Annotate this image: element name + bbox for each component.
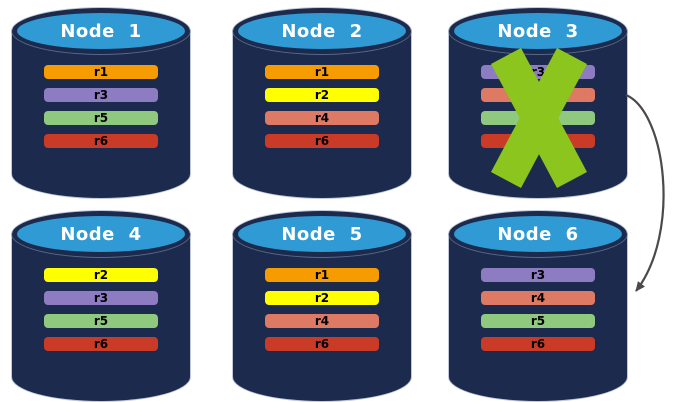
node-5-replica-r6: r6	[265, 337, 379, 351]
node-6-replicas: r3 r4 r5 r6	[481, 268, 595, 351]
node-3-replica-3	[481, 111, 595, 125]
node-5-cylinder-top: Node 5	[233, 211, 411, 257]
node-3-replica-4	[481, 134, 595, 148]
node-4: Node 4 r2 r3 r5 r6	[12, 211, 190, 401]
node-3: Node 3 r3	[449, 8, 627, 198]
node-5-replica-r2: r2	[265, 291, 379, 305]
node-2-replica-r6: r6	[265, 134, 379, 148]
node-5-replica-r4: r4	[265, 314, 379, 328]
node-2-cylinder-top: Node 2	[233, 8, 411, 54]
failover-arrow	[625, 93, 665, 292]
node-6-replica-r6: r6	[481, 337, 595, 351]
node-1-replicas: r1 r3 r5 r6	[44, 65, 158, 148]
node-1-replica-r6: r6	[44, 134, 158, 148]
node-4-replica-r5: r5	[44, 314, 158, 328]
node-2-title: Node 2	[281, 20, 363, 42]
node-3-replica-2	[481, 88, 595, 102]
node-1-title: Node 1	[60, 20, 142, 42]
node-2-replica-r4: r4	[265, 111, 379, 125]
node-4-replicas: r2 r3 r5 r6	[44, 268, 158, 351]
node-1: Node 1 r1 r3 r5 r6	[12, 8, 190, 198]
node-4-replica-r3: r3	[44, 291, 158, 305]
node-4-cylinder-top: Node 4	[12, 211, 190, 257]
node-6-replica-r3: r3	[481, 268, 595, 282]
node-4-replica-r2: r2	[44, 268, 158, 282]
node-5-replica-r1: r1	[265, 268, 379, 282]
node-6-replica-r5: r5	[481, 314, 595, 328]
node-5-replicas: r1 r2 r4 r6	[265, 268, 379, 351]
node-3-title: Node 3	[497, 20, 579, 42]
node-2-replica-r1: r1	[265, 65, 379, 79]
node-2: Node 2 r1 r2 r4 r6	[233, 8, 411, 198]
node-5: Node 5 r1 r2 r4 r6	[233, 211, 411, 401]
node-6-title: Node 6	[497, 223, 579, 245]
node-1-replica-r1: r1	[44, 65, 158, 79]
node-4-title: Node 4	[60, 223, 142, 245]
node-5-title: Node 5	[281, 223, 363, 245]
node-6: Node 6 r3 r4 r5 r6	[449, 211, 627, 401]
node-1-cylinder-top: Node 1	[12, 8, 190, 54]
node-2-replicas: r1 r2 r4 r6	[265, 65, 379, 148]
node-1-replica-r5: r5	[44, 111, 158, 125]
node-6-cylinder-top: Node 6	[449, 211, 627, 257]
node-4-replica-r6: r6	[44, 337, 158, 351]
node-3-replica-r3: r3	[481, 65, 595, 79]
node-1-replica-r3: r3	[44, 88, 158, 102]
node-3-cylinder-top: Node 3	[449, 8, 627, 54]
node-3-replicas: r3	[481, 65, 595, 148]
node-2-replica-r2: r2	[265, 88, 379, 102]
node-6-replica-r4: r4	[481, 291, 595, 305]
